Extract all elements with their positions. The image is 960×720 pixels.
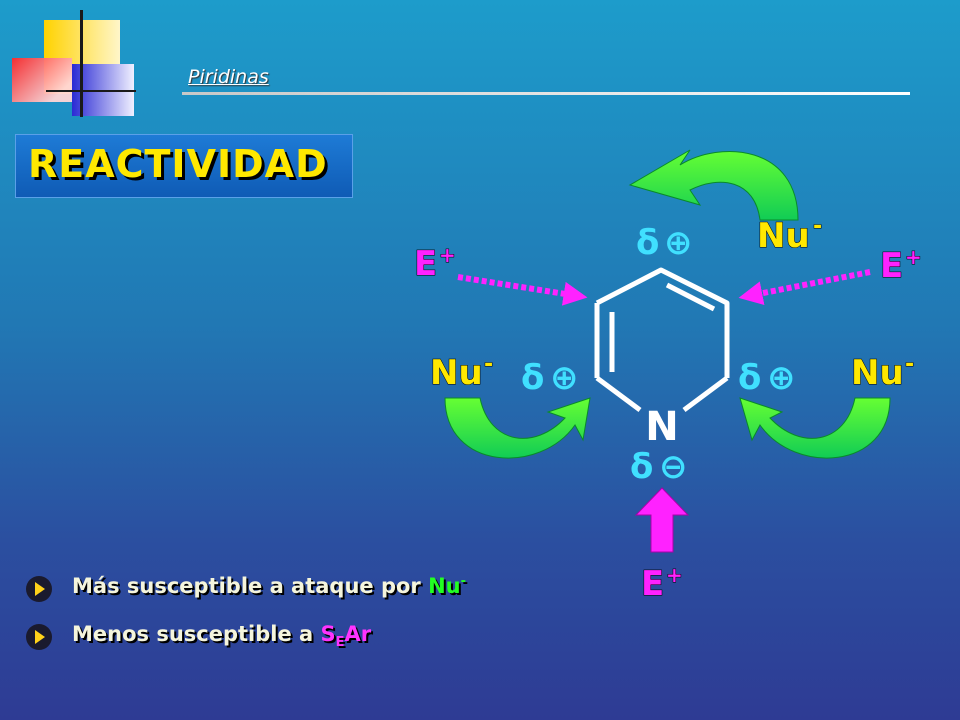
bullet-icon [26,576,52,602]
plus-right: ⊕ [767,358,796,398]
electrophile-right: E [880,246,903,286]
header-title: Piridinas [188,66,269,88]
electrophile-bottom: E [641,564,664,604]
bullet-prefix: Menos susceptible a [72,622,321,646]
delta-right: δ [738,358,761,398]
delta-top: δ [636,223,659,263]
bullet-nu: Nu [428,574,461,598]
curved-arrow-top [628,149,799,221]
nu-right: Nu [851,353,904,393]
delta-left: δ [521,358,544,398]
logo-red-square [12,58,72,102]
electrophile-arrow-bottom [634,487,690,553]
ring-bond-n-left [595,375,642,413]
bullet-nu-charge: - [460,574,467,589]
bullet-s-sub: E [335,635,345,651]
nu-left: Nu [430,353,483,393]
pyridine-ring [594,267,730,413]
electrophile-left-charge: + [439,243,456,267]
bullet-ar: Ar [344,622,372,646]
ring-double-top [665,282,716,312]
bullet-prefix: Más susceptible a ataque por [72,574,429,598]
nu-top: Nu [757,216,810,256]
bullet-icon [26,624,52,650]
nu-left-charge: - [484,352,493,377]
curved-arrow-right [739,397,891,459]
electrophile-left: E [414,244,437,284]
plus-top: ⊕ [664,223,693,263]
ring-bonds-top [595,267,730,378]
logo-vertical-line [80,10,83,117]
electrophile-right-charge: + [905,245,922,269]
plus-left: ⊕ [550,358,579,398]
curved-arrow-left [444,397,591,459]
slide-title: REACTIVIDAD [28,142,328,186]
electrophile-bottom-charge: + [666,563,683,587]
ring-bond-n-right [682,375,729,413]
bullet-text: Más susceptible a ataque por Nu- [72,574,466,598]
header-rule [182,92,910,95]
delta-bottom: δ [630,447,653,487]
logo-horizontal-line [46,90,136,92]
nu-right-charge: - [905,352,914,377]
bullet-text: Menos susceptible a SEAr [72,622,371,650]
nu-top-charge: - [813,214,822,239]
nitrogen-label: N [645,404,678,450]
minus-bottom: ⊖ [659,447,688,487]
bullet-s: S [320,622,336,646]
title-box [15,134,353,198]
electrophile-arrow-left [457,274,588,306]
electrophile-arrow-right [738,269,871,305]
